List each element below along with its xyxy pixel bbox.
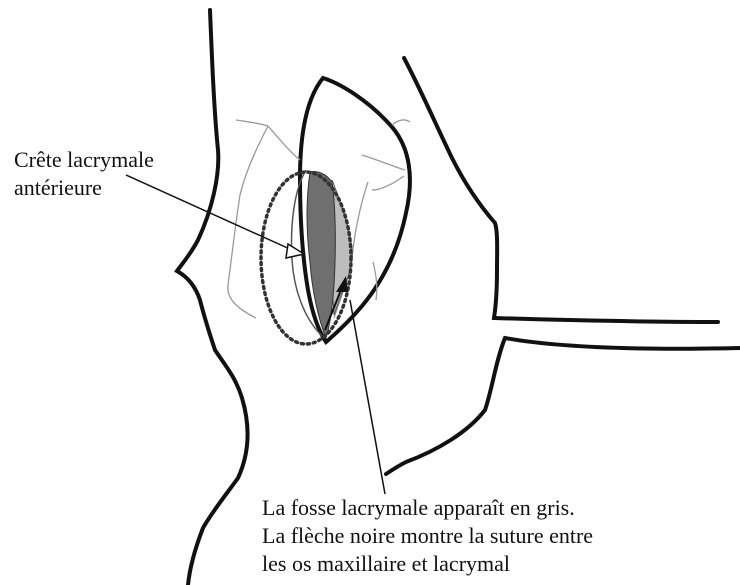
crest-label-line-1: Crête lacrymale: [14, 146, 154, 174]
fossa-caption-line-1: La fosse lacrymale apparaît en gris.: [262, 494, 593, 522]
lacrimal-fossa-caption: La fosse lacrymale apparaît en gris. La …: [262, 494, 593, 578]
fossa-caption-line-2: La flèche noire montre la suture entre: [262, 522, 593, 550]
fossa-caption-line-3: les os maxillaire et lacrymal: [262, 550, 593, 578]
anterior-lacrimal-crest-label: Crête lacrymale antérieure: [14, 146, 154, 202]
fossa-leader-line: [350, 300, 385, 494]
maxilla-lower-contour: [386, 338, 740, 474]
face-profile-outline: [177, 10, 248, 585]
zygomatic-contour: [404, 58, 718, 322]
crest-label-line-2: antérieure: [14, 174, 154, 202]
